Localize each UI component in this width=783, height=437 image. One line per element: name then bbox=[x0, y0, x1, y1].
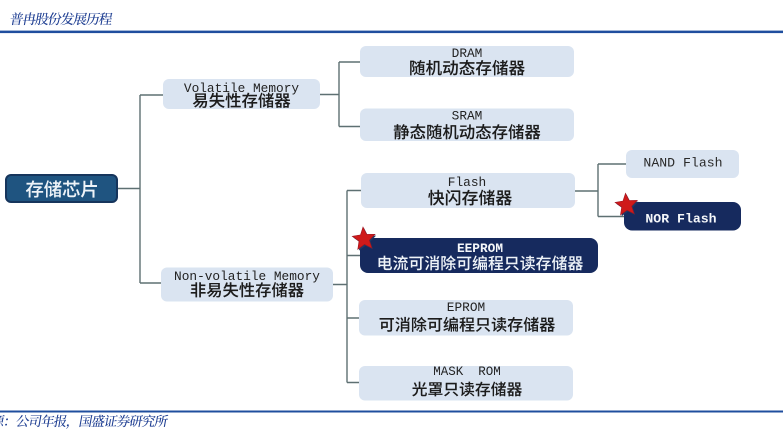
svg-text:NOR Flash: NOR Flash bbox=[645, 212, 716, 227]
svg-text:EPROM: EPROM bbox=[447, 300, 485, 315]
svg-text:Flash: Flash bbox=[448, 175, 486, 190]
svg-text:Non-volatile Memory: Non-volatile Memory bbox=[174, 269, 320, 284]
svg-text:DRAM: DRAM bbox=[452, 46, 483, 61]
svg-text:Volatile Memory: Volatile Memory bbox=[184, 81, 300, 96]
svg-text:MASK ROM: MASK ROM bbox=[433, 365, 501, 379]
svg-text:SRAM: SRAM bbox=[452, 109, 483, 124]
svg-text:EEPROM: EEPROM bbox=[457, 241, 503, 256]
svg-text:NAND Flash: NAND Flash bbox=[643, 156, 722, 171]
